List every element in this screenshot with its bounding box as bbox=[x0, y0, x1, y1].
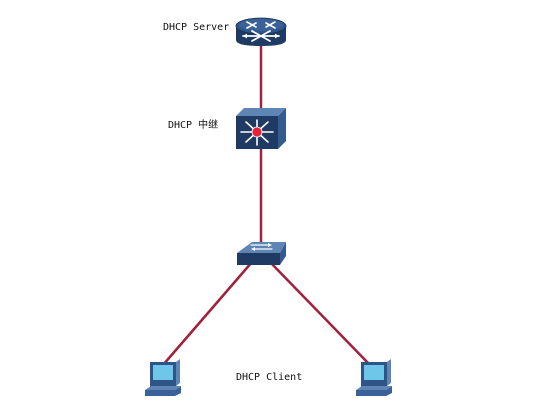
router-icon bbox=[235, 17, 287, 46]
layer3-switch-icon bbox=[236, 108, 286, 149]
dhcp-server-label: DHCP Server bbox=[163, 22, 230, 33]
pc-icon bbox=[356, 359, 392, 396]
relay-center-dot bbox=[251, 126, 263, 138]
dhcp-relay-label: DHCP 中继 bbox=[168, 120, 219, 131]
links bbox=[161, 42, 372, 367]
dhcp-client-label: DHCP Client bbox=[236, 372, 303, 383]
pc-icon bbox=[145, 359, 181, 396]
link-switch-client-right bbox=[268, 260, 372, 367]
link-switch-client-left bbox=[161, 260, 254, 367]
switch-icon bbox=[237, 242, 286, 265]
